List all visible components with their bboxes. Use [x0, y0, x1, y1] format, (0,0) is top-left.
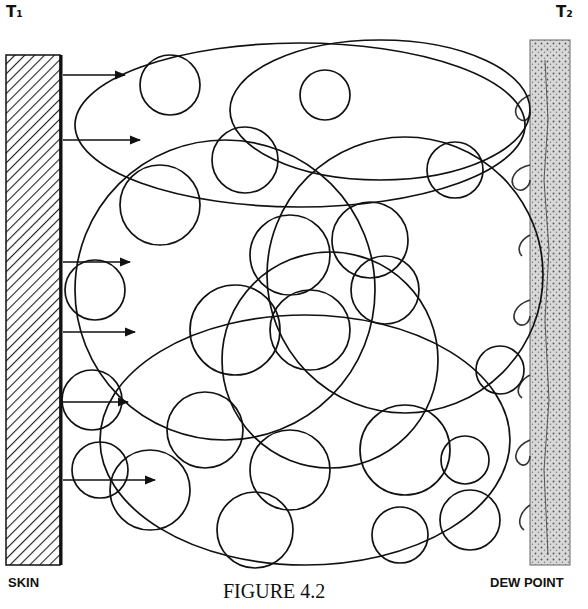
temperature-label: T₂ — [556, 4, 573, 21]
wall-label: DEW POINT — [490, 576, 564, 590]
dew-point-wall — [530, 40, 570, 565]
temperature-label: T₁ — [6, 4, 23, 21]
skin-wall — [6, 55, 60, 565]
figure-caption: FIGURE 4.2 — [223, 580, 325, 602]
wall-label: SKIN — [8, 576, 39, 590]
turbulent-eddies — [62, 40, 543, 568]
condensation-drops — [512, 60, 549, 555]
